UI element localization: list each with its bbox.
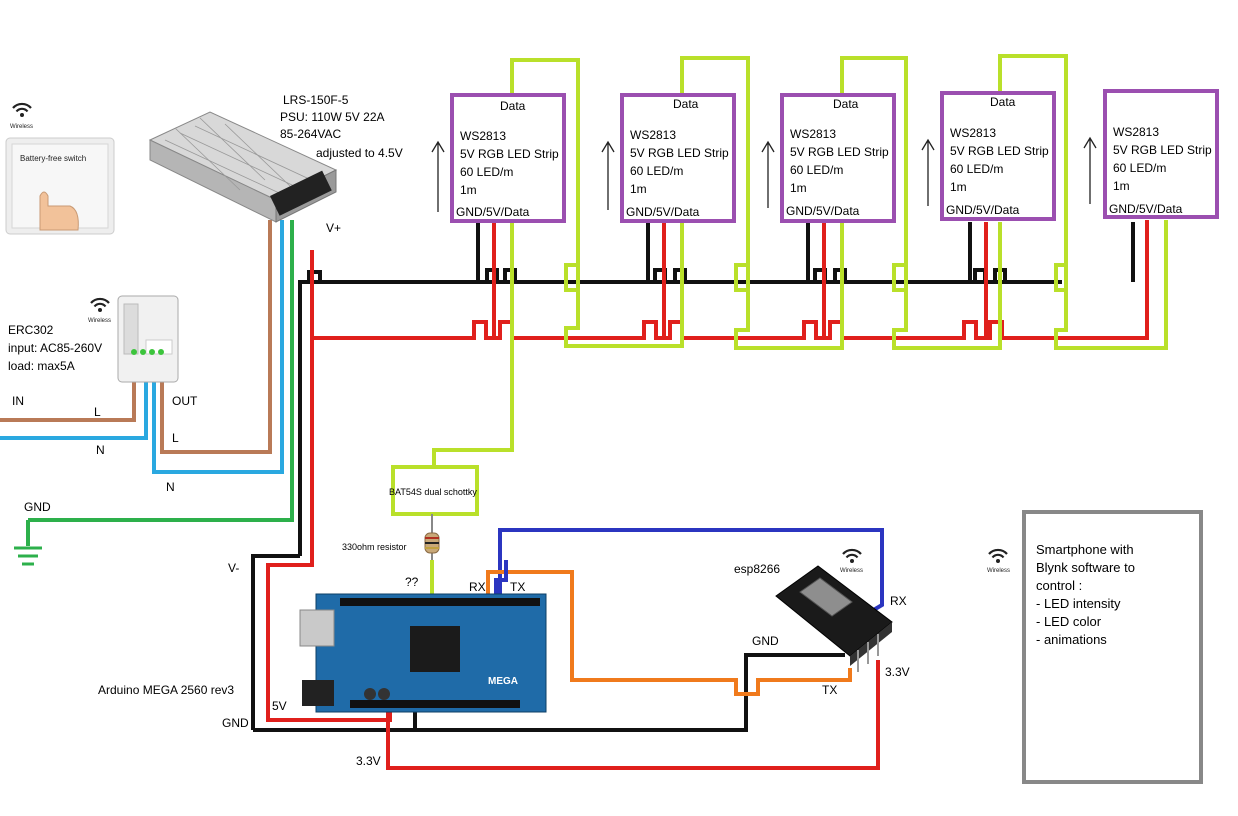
strip-length: 1m: [460, 183, 477, 197]
strip-model: WS2813: [790, 127, 836, 141]
arduino-name: Arduino MEGA 2560 rev3: [98, 683, 234, 697]
esp-33v-label: 3.3V: [885, 665, 910, 679]
strip-desc: 5V RGB LED Strip: [460, 147, 559, 161]
battery-free-switch-icon: Wireless Battery-free switch: [5, 102, 115, 235]
arduino-tx-label: TX: [510, 580, 525, 594]
esp-gnd-label: GND: [752, 634, 779, 648]
resistor-label: 330ohm resistor: [342, 542, 407, 552]
arduino-board-text: MEGA: [488, 676, 518, 687]
strip-model: WS2813: [630, 128, 676, 142]
mains-gnd-label: GND: [24, 500, 51, 514]
esp8266-module-icon: [775, 565, 893, 672]
wireless-icon: [89, 297, 111, 314]
out-n-label: N: [166, 480, 175, 494]
strip-length: 1m: [790, 181, 807, 195]
psu-vminus: V-: [228, 561, 239, 575]
led-strip-5: WS2813 5V RGB LED Strip 60 LED/m 1m GND/…: [1103, 89, 1219, 219]
strip-pins: GND/5V/Data: [1109, 202, 1183, 216]
strip-pins: GND/5V/Data: [946, 203, 1020, 217]
strip-density: 60 LED/m: [1113, 161, 1166, 175]
out-l-label: L: [172, 431, 179, 445]
strip-density: 60 LED/m: [460, 165, 513, 179]
esp-name: esp8266: [734, 562, 780, 576]
smartphone-box: [1022, 510, 1203, 784]
strip-desc: 5V RGB LED Strip: [950, 144, 1049, 158]
esp-tx-label: TX: [822, 683, 837, 697]
receiver-input: input: AC85-260V: [8, 341, 102, 355]
strip-length: 1m: [1113, 179, 1130, 193]
strip-data-label: Data: [673, 97, 699, 111]
ground-symbol-icon: [14, 546, 42, 566]
receiver-load: load: max5A: [8, 359, 75, 373]
strip-pins: GND/5V/Data: [456, 205, 530, 219]
wireless-icon: [11, 102, 33, 119]
strip-model: WS2813: [1113, 125, 1159, 139]
mains-n-label: N: [96, 443, 105, 457]
esp-rx-label: RX: [890, 594, 907, 608]
smartphone-line-5: - LED color: [1036, 614, 1102, 629]
strip-desc: 5V RGB LED Strip: [790, 145, 889, 159]
arduino-33v-label: 3.3V: [356, 754, 381, 768]
strip-pins: GND/5V/Data: [626, 205, 700, 219]
psu-model: LRS-150F-5: [283, 93, 349, 107]
strip-data-label: Data: [990, 95, 1016, 109]
strip-density: 60 LED/m: [790, 163, 843, 177]
receiver-wireless-label: Wireless: [88, 318, 111, 324]
smartphone-line-2: Blynk software to: [1036, 560, 1135, 575]
esp-wireless-label: Wireless: [840, 568, 863, 574]
arduino-rx-label: RX: [469, 580, 486, 594]
arduino-board-icon: MEGA: [299, 593, 547, 713]
switch-wireless-label: Wireless: [10, 124, 33, 130]
mains-l-label: L: [94, 405, 101, 419]
switch-label: Battery-free switch: [20, 154, 86, 163]
mains-in-label: IN: [12, 394, 24, 408]
erc302-receiver-icon: Wireless: [88, 295, 179, 383]
smartphone-wireless-label: Wireless: [987, 568, 1010, 574]
arduino-5v-label: 5V: [272, 699, 287, 713]
led-strip-3: Data WS2813 5V RGB LED Strip 60 LED/m 1m…: [780, 93, 896, 223]
smartphone-line-6: - animations: [1036, 632, 1107, 647]
strip-desc: 5V RGB LED Strip: [1113, 143, 1212, 157]
schottky-label: BAT54S dual schottky: [389, 487, 477, 497]
strip-data-label: Data: [833, 97, 859, 111]
psu-spec: PSU: 110W 5V 22A: [280, 110, 385, 124]
psu-vplus: V+: [326, 221, 341, 235]
strip-density: 60 LED/m: [630, 164, 683, 178]
psu-adjusted: adjusted to 4.5V: [316, 146, 403, 160]
led-strip-2: Data WS2813 5V RGB LED Strip 60 LED/m 1m…: [620, 93, 736, 223]
strip-data-label: Data: [500, 99, 526, 113]
resistor-icon: [424, 532, 440, 554]
smartphone-line-4: - LED intensity: [1036, 596, 1121, 611]
led-strip-1: Data WS2813 5V RGB LED Strip 60 LED/m 1m…: [450, 93, 566, 223]
power-supply-icon: [148, 111, 338, 223]
psu-input: 85-264VAC: [280, 127, 341, 141]
strip-model: WS2813: [950, 126, 996, 140]
strip-model: WS2813: [460, 129, 506, 143]
strip-length: 1m: [630, 182, 647, 196]
receiver-name: ERC302: [8, 323, 54, 337]
receiver-out-label: OUT: [172, 394, 198, 408]
strip-length: 1m: [950, 180, 967, 194]
wireless-icon: [841, 548, 863, 565]
strip-density: 60 LED/m: [950, 162, 1003, 176]
strip-desc: 5V RGB LED Strip: [630, 146, 729, 160]
direction-arrows: [431, 136, 1097, 212]
strip-pins: GND/5V/Data: [786, 204, 860, 218]
wires: [0, 54, 1168, 770]
schottky-box: [391, 465, 479, 516]
arduino-unknown-pin: ??: [405, 575, 419, 589]
smartphone-line-1: Smartphone with: [1036, 542, 1134, 557]
smartphone-line-3: control :: [1036, 578, 1082, 593]
led-strip-4: Data WS2813 5V RGB LED Strip 60 LED/m 1m…: [940, 91, 1056, 221]
arduino-gnd-label: GND: [222, 716, 249, 730]
wireless-icon: [987, 548, 1009, 565]
